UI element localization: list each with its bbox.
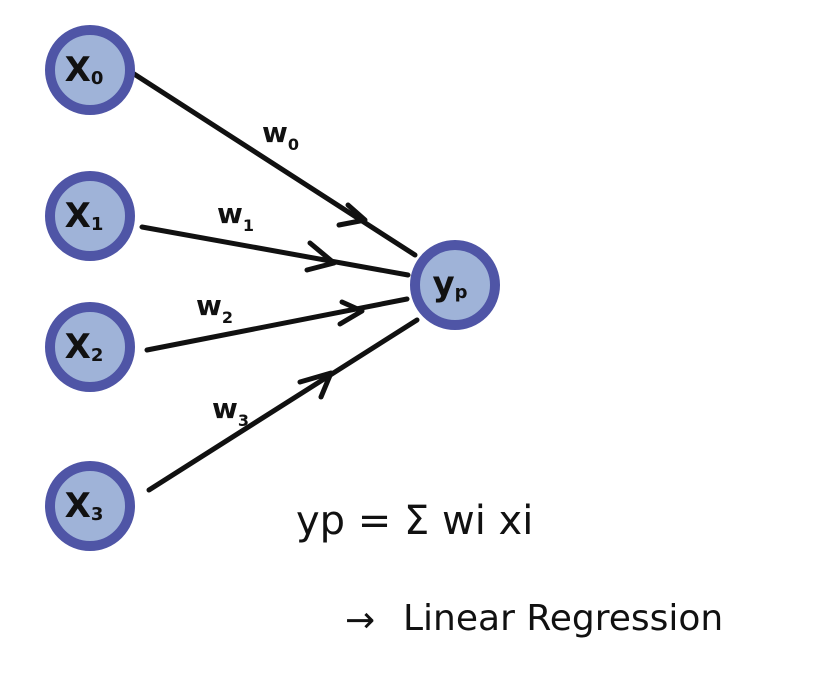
caption-text: Linear Regression [403,598,723,639]
input-node-circle-x3 [45,461,135,551]
weight-label-w0: w0 [262,116,299,154]
edges [128,69,420,493]
weight-label-w3: w3 [212,392,249,430]
weight-label-w1: w1 [217,197,254,235]
output-node-circle [410,240,500,330]
output-node-label: yp [432,264,467,304]
edge-x3-to-yp [146,317,420,493]
arrow-head-edge-x1 [304,240,337,273]
arrow-head-edge-x0 [336,202,368,228]
input-node-x2: X2 [45,302,135,392]
caption-group: → Linear Regression [345,598,723,641]
edge-x1-to-yp [139,224,411,278]
input-node-label-x2: X2 [65,327,104,367]
input-node-label-x3: X3 [65,486,104,526]
input-node-circle-x1 [45,171,135,261]
caption-arrow: → [345,600,375,641]
input-node-x1: X1 [45,171,135,261]
input-nodes: X0 X1 X2 X3 [45,25,135,551]
arrow-head-edge-x2 [337,299,365,327]
input-node-circle-x0 [45,25,135,115]
edge-x2-to-yp [144,296,410,353]
weight-labels: w0 w1 w2 w3 [196,116,299,430]
input-node-circle-x2 [45,302,135,392]
input-node-x0: X0 [45,25,135,115]
edge-x0-to-yp [128,69,418,258]
arrow-head-edge-x3 [297,370,334,400]
weight-label-w2: w2 [196,289,233,327]
input-node-label-x1: X1 [65,196,104,236]
formula-text: yp = Σ wi xi [296,498,533,544]
output-node: yp [410,240,500,330]
input-node-label-x0: X0 [65,50,104,90]
input-node-x3: X3 [45,461,135,551]
